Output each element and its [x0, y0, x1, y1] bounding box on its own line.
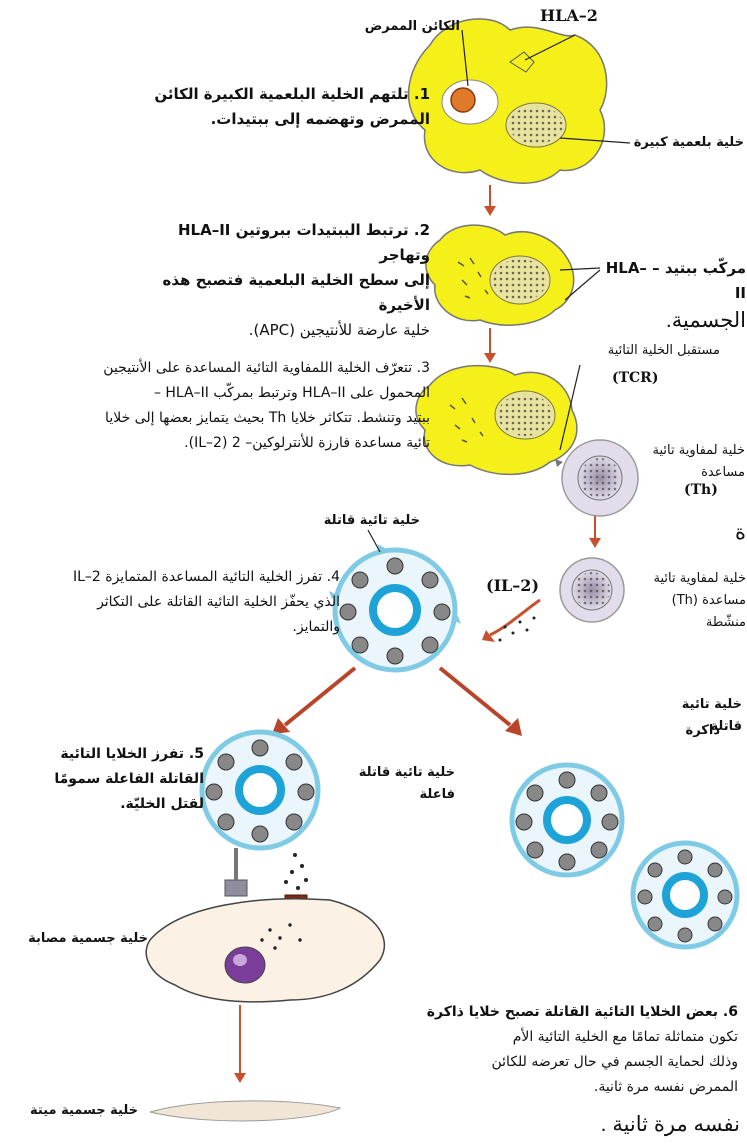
macrophage-presenting [416, 366, 577, 475]
step-3-text: 3. تتعرّف الخلية اللمفاوية التائية المسا… [28, 356, 430, 456]
step-5-line: لقتل الخليّة. [14, 792, 204, 817]
label-th-activated: خلية لمفاوية تائية مساعدة (Th) منشّطة [628, 568, 746, 634]
step-4-line: والتمايز. [20, 615, 340, 640]
step-5-line: القاتلة الفاعلة سمومًا [14, 767, 204, 792]
step-2-text: 2. ترتبط الببتيدات ببروتين HLA–II وتهاجر… [135, 218, 430, 343]
step-5-text: 5. تفرز الخلايا التائية القاتلة الفاعلة … [14, 742, 204, 817]
label-peptide-complex: مركّب ببتيد – HLA–II [600, 256, 746, 306]
step-6-line: تكون متماثلة تمامًا مع الخلية التائية ال… [398, 1025, 738, 1050]
step-1-line: 1. تلتهم الخلية البلعمية الكبيرة الكائن [150, 82, 430, 107]
memory-killer-cell-1 [512, 765, 622, 875]
step-4-text: 4. تفرز الخلية التائية المساعدة المتمايز… [20, 565, 340, 640]
step-3-line: 3. تتعرّف الخلية اللمفاوية التائية المسا… [28, 356, 430, 381]
step-2-line: خلية عارضة للأنتيجين (APC). [135, 318, 430, 343]
label-th-cell: خلية لمفاوية تائية مساعدة [635, 440, 745, 484]
overlay-bottom-text: نفسه مرة ثانية . [500, 1112, 740, 1137]
label-th-abbr: (Th) [684, 482, 718, 498]
label-infected-cell: خلية جسمية مصابة [20, 928, 148, 950]
step-1-line: الممرض وتهضمه إلى ببتيدات. [150, 107, 430, 132]
label-macrophage: خلية بلعمية كبيرة [632, 132, 744, 154]
step-3-line: تائية مساعدة فارزة للأنترلوكين– 2 (IL–2)… [28, 431, 430, 456]
label-tcr: مستقبل الخلية التائية [570, 340, 720, 362]
overlay-word-1: الجسمية. [620, 308, 746, 333]
macrophage-apc [426, 225, 574, 325]
label-pathogen: الكائن الممرض [340, 16, 460, 38]
step-2-line: إلى سطح الخلية البلعمية فتصبح هذه الأخير… [135, 268, 430, 318]
step-6-line: الممرض نفسه مرة ثانية. [398, 1075, 738, 1100]
killer-t-cell [329, 544, 461, 670]
step-1-text: 1. تلتهم الخلية البلعمية الكبيرة الكائن … [150, 82, 430, 132]
label-hla2: HLA–2 [540, 6, 598, 25]
macrophage-engulfing [409, 19, 607, 183]
step-6-line: 6. بعض الخلايا التائية القاتلة تصبح خلاي… [398, 1000, 738, 1025]
label-tcr-abbr: (TCR) [612, 370, 658, 386]
step-6-line: وذلك لحماية الجسم في حال تعرضه للكائن [398, 1050, 738, 1075]
step-3-line: المحمول على HLA–II وترتبط بمركّب HLA–II … [28, 381, 430, 406]
step-2-line: 2. ترتبط الببتيدات ببروتين HLA–II وتهاجر [135, 218, 430, 268]
infected-body-cell [146, 899, 384, 1002]
memory-killer-cell-2 [633, 843, 737, 947]
label-il2: (IL–2) [486, 576, 539, 595]
step-5-line: 5. تفرز الخلايا التائية [14, 742, 204, 767]
label-dead-cell: خلية جسمية ميتة [20, 1100, 138, 1122]
label-killer-cell: خلية تائية قاتلة [310, 510, 420, 532]
step-4-line: الذي يحفّز الخلية التائية القاتلة على ال… [20, 590, 340, 615]
step-3-line: ببتيد وتنشط. تتكاثر خلايا Th بحيث يتمايز… [28, 406, 430, 431]
step-6-text: 6. بعض الخلايا التائية القاتلة تصبح خلاي… [398, 1000, 738, 1100]
dead-body-cell [150, 1101, 340, 1121]
overlay-word-2: ة [720, 520, 746, 545]
label-active-killer: خلية تائية قاتلة فاعلة [325, 762, 455, 806]
label-memory: ذاكرة [660, 720, 720, 742]
step-4-line: 4. تفرز الخلية التائية المساعدة المتمايز… [20, 565, 340, 590]
th-cell-activated [560, 558, 624, 622]
active-killer-t-cell [202, 732, 318, 848]
